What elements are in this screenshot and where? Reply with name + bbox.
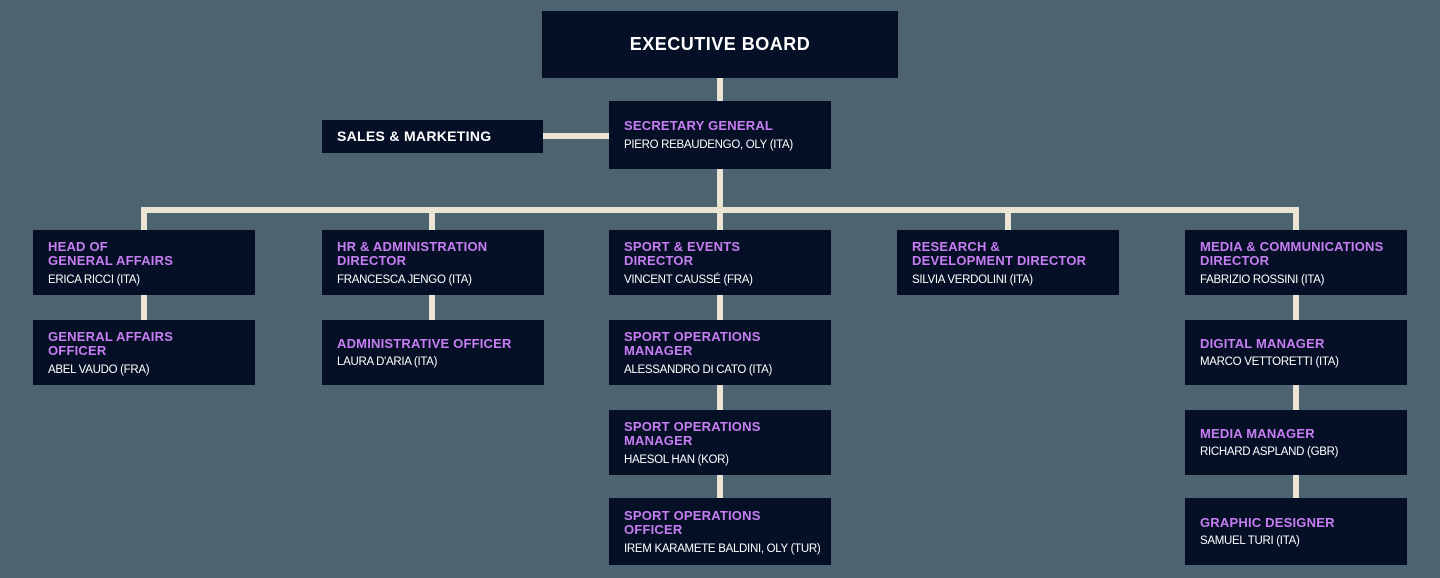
org-node-executive-board: EXECUTIVE BOARD	[542, 11, 898, 78]
org-node-administrative-officer: ADMINISTRATIVE OFFICER LAURA D'ARIA (ITA…	[322, 320, 544, 385]
connector-col3-row3-row4	[717, 295, 723, 320]
node-person-name: ABEL VAUDO (FRA)	[48, 363, 150, 376]
org-node-hr-administration-director: HR & ADMINISTRATION DIRECTOR FRANCESCA J…	[322, 230, 544, 295]
org-node-secretary-general: SECRETARY GENERAL PIERO REBAUDENGO, OLY …	[609, 101, 831, 169]
connector-sales-to-secretary	[543, 133, 609, 139]
node-title: ADMINISTRATIVE OFFICER	[337, 335, 512, 351]
node-person-name: ERICA RICCI (ITA)	[48, 273, 140, 286]
node-title: SECRETARY GENERAL	[624, 118, 774, 134]
node-title: RESEARCH & DEVELOPMENT DIRECTOR	[912, 238, 1087, 268]
node-title: DIGITAL MANAGER	[1200, 335, 1325, 351]
org-node-head-of-general-affairs: HEAD OF GENERAL AFFAIRS ERICA RICCI (ITA…	[33, 230, 255, 295]
node-person-name: SAMUEL TURI (ITA)	[1200, 535, 1300, 548]
connector-col5-row4-row5	[1293, 385, 1299, 410]
node-title: MEDIA MANAGER	[1200, 425, 1315, 441]
connector-col5-row3-row4	[1293, 295, 1299, 320]
node-person-name: MARCO VETTORETTI (ITA)	[1200, 356, 1339, 369]
connector-trunk-to-col4	[1005, 207, 1011, 230]
node-title: SPORT OPERATIONS MANAGER	[624, 418, 761, 448]
node-title: SPORT & EVENTS DIRECTOR	[624, 238, 741, 268]
node-person-name: FRANCESCA JENGO (ITA)	[337, 273, 472, 286]
node-title: MEDIA & COMMUNICATIONS DIRECTOR	[1200, 238, 1384, 268]
node-title: HEAD OF GENERAL AFFAIRS	[48, 238, 174, 268]
node-person-name: FABRIZIO ROSSINI (ITA)	[1200, 273, 1325, 286]
node-person-name: ALESSANDRO DI CATO (ITA)	[624, 363, 773, 376]
node-title: GENERAL AFFAIRS OFFICER	[48, 328, 174, 358]
connector-trunk-to-col5	[1293, 207, 1299, 230]
org-node-media-communications-director: MEDIA & COMMUNICATIONS DIRECTOR FABRIZIO…	[1185, 230, 1407, 295]
connector-col1-row3-row4	[141, 295, 147, 320]
org-node-sport-events-director: SPORT & EVENTS DIRECTOR VINCENT CAUSSÉ (…	[609, 230, 831, 295]
org-node-research-development-director: RESEARCH & DEVELOPMENT DIRECTOR SILVIA V…	[897, 230, 1119, 295]
org-node-media-manager: MEDIA MANAGER RICHARD ASPLAND (GBR)	[1185, 410, 1407, 475]
connector-trunk-to-col1	[141, 207, 147, 230]
node-person-name: RICHARD ASPLAND (GBR)	[1200, 446, 1339, 459]
node-title: HR & ADMINISTRATION DIRECTOR	[337, 238, 488, 268]
org-node-digital-manager: DIGITAL MANAGER MARCO VETTORETTI (ITA)	[1185, 320, 1407, 385]
node-title: GRAPHIC DESIGNER	[1200, 514, 1335, 530]
org-node-sport-operations-officer: SPORT OPERATIONS OFFICER IREM KARAMETE B…	[609, 498, 831, 565]
node-person-name: VINCENT CAUSSÉ (FRA)	[624, 273, 753, 286]
node-person-name: HAESOL HAN (KOR)	[624, 453, 729, 466]
node-title: SALES & MARKETING	[337, 128, 492, 145]
connector-col5-row5-row6	[1293, 475, 1299, 498]
connector-col3-row5-row6	[717, 475, 723, 498]
connector-executive-to-secretary	[717, 78, 723, 101]
connector-col3-row4-row5	[717, 385, 723, 410]
org-node-sport-operations-manager-1: SPORT OPERATIONS MANAGER ALESSANDRO DI C…	[609, 320, 831, 385]
connector-secretary-to-trunk	[717, 169, 723, 210]
node-person-name: PIERO REBAUDENGO, OLY (ITA)	[624, 138, 793, 151]
org-node-sales-marketing: SALES & MARKETING	[322, 120, 543, 153]
org-node-general-affairs-officer: GENERAL AFFAIRS OFFICER ABEL VAUDO (FRA)	[33, 320, 255, 385]
node-title: SPORT OPERATIONS OFFICER	[624, 507, 761, 537]
org-node-sport-operations-manager-2: SPORT OPERATIONS MANAGER HAESOL HAN (KOR…	[609, 410, 831, 475]
node-person-name: IREM KARAMETE BALDINI, OLY (TUR)	[624, 542, 821, 555]
org-node-graphic-designer: GRAPHIC DESIGNER SAMUEL TURI (ITA)	[1185, 498, 1407, 565]
connector-col2-row3-row4	[429, 295, 435, 320]
connector-trunk-to-col2	[429, 207, 435, 230]
connector-trunk-to-col3	[717, 207, 723, 230]
node-person-name: SILVIA VERDOLINI (ITA)	[912, 273, 1033, 286]
node-title: SPORT OPERATIONS MANAGER	[624, 328, 761, 358]
node-person-name: LAURA D'ARIA (ITA)	[337, 356, 438, 369]
node-title: EXECUTIVE BOARD	[629, 34, 811, 55]
